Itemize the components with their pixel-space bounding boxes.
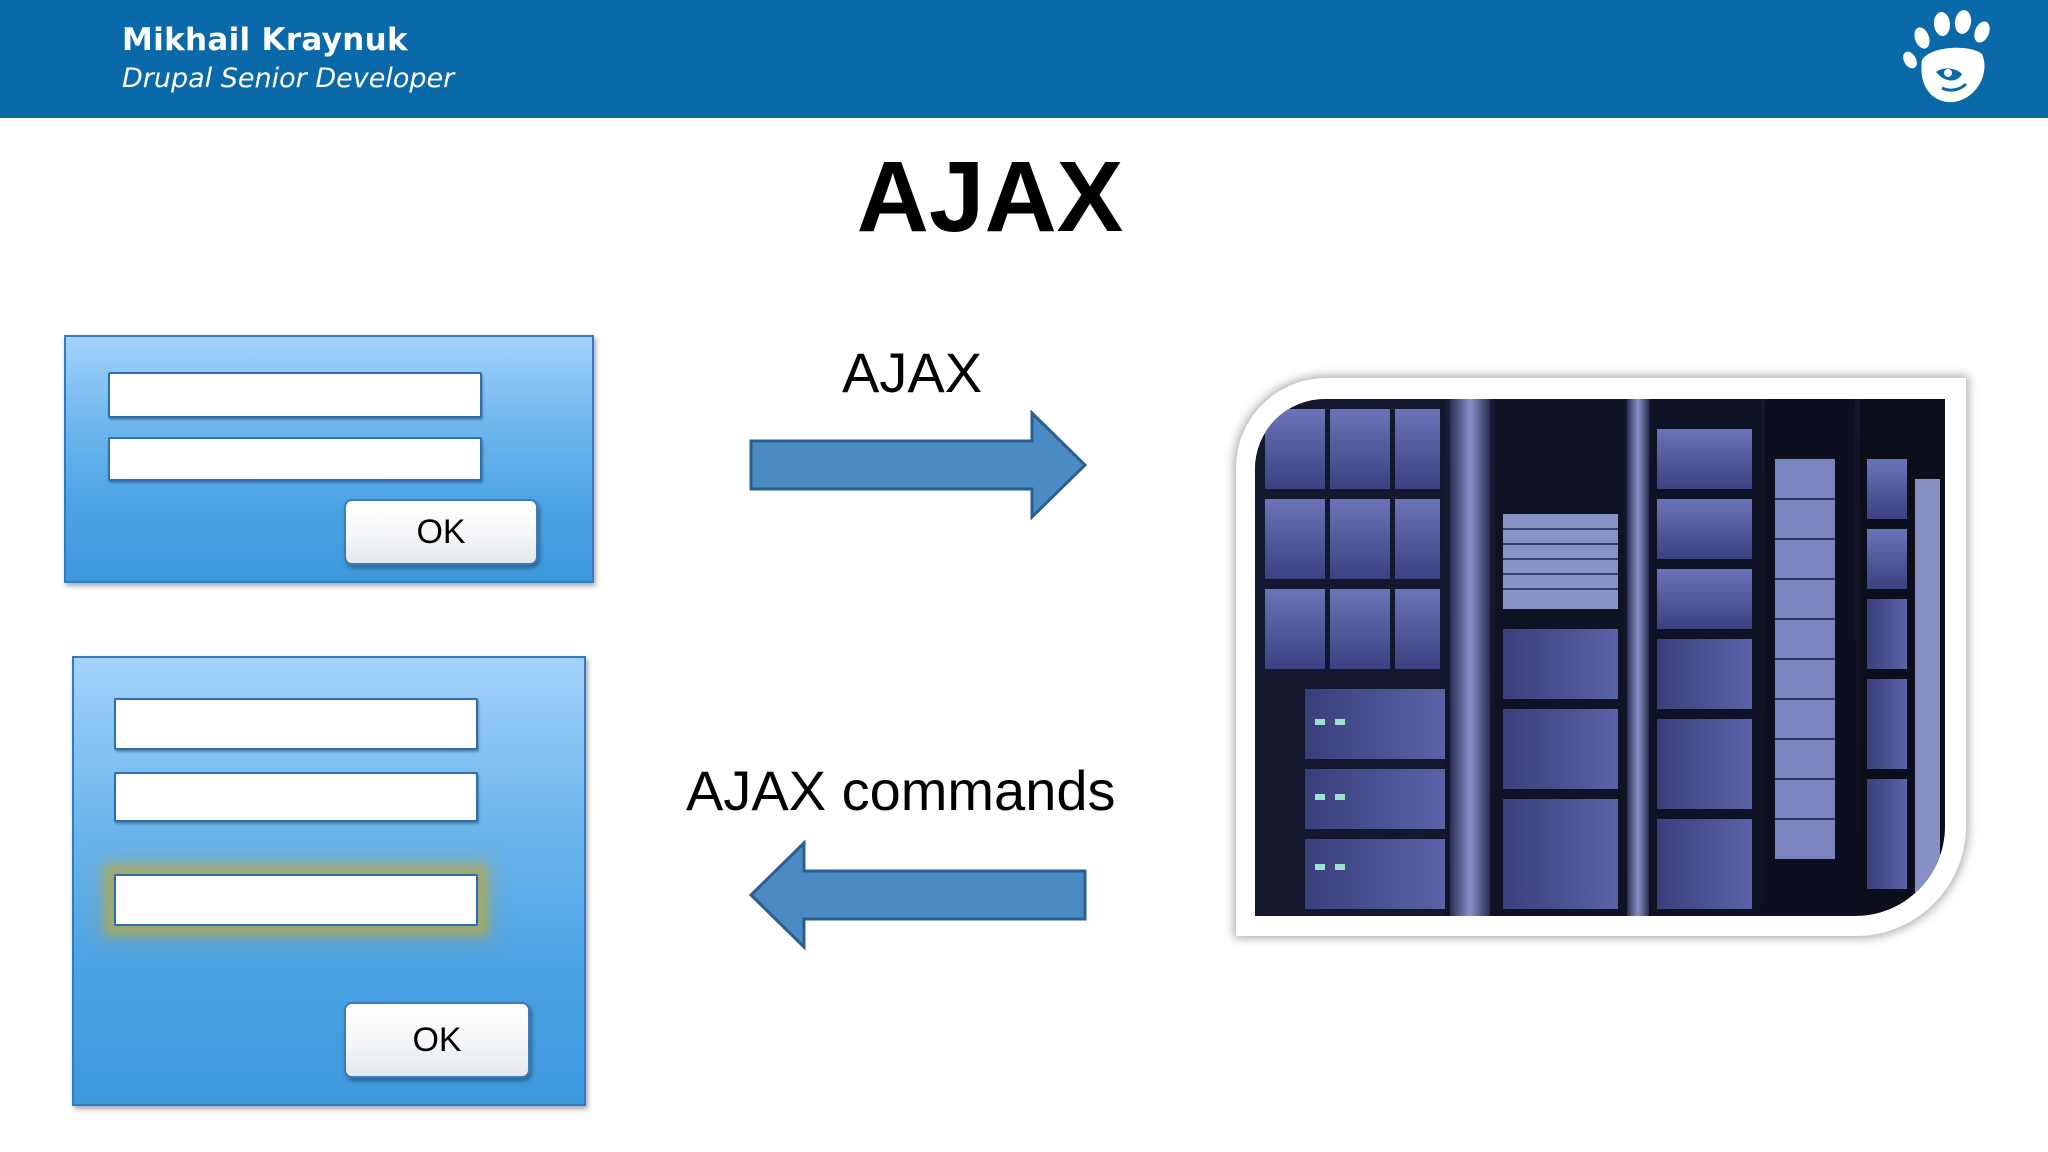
form-panel-updated: OK xyxy=(72,656,586,1106)
text-field[interactable] xyxy=(108,372,482,418)
ok-button[interactable]: OK xyxy=(344,1002,530,1078)
ok-button[interactable]: OK xyxy=(344,499,538,565)
presenter-title: Drupal Senior Developer xyxy=(122,63,455,94)
text-field[interactable] xyxy=(114,772,478,822)
slide-title: AJAX xyxy=(856,141,1124,253)
text-field[interactable] xyxy=(108,437,482,481)
server-racks-image xyxy=(1255,399,1945,916)
text-field[interactable] xyxy=(114,698,478,750)
response-arrow-label: AJAX commands xyxy=(686,759,1116,822)
drupal-paw-logo-icon xyxy=(1903,10,1990,103)
left-arrow-icon xyxy=(748,840,1087,950)
form-panel-initial: OK xyxy=(64,335,594,583)
presenter-name: Mikhail Kraynuk xyxy=(122,22,408,58)
new-text-field[interactable] xyxy=(114,874,478,926)
header-bar: Mikhail Kraynuk Drupal Senior Developer xyxy=(0,0,2048,118)
request-arrow-label: AJAX xyxy=(842,341,983,404)
right-arrow-icon xyxy=(749,410,1088,520)
